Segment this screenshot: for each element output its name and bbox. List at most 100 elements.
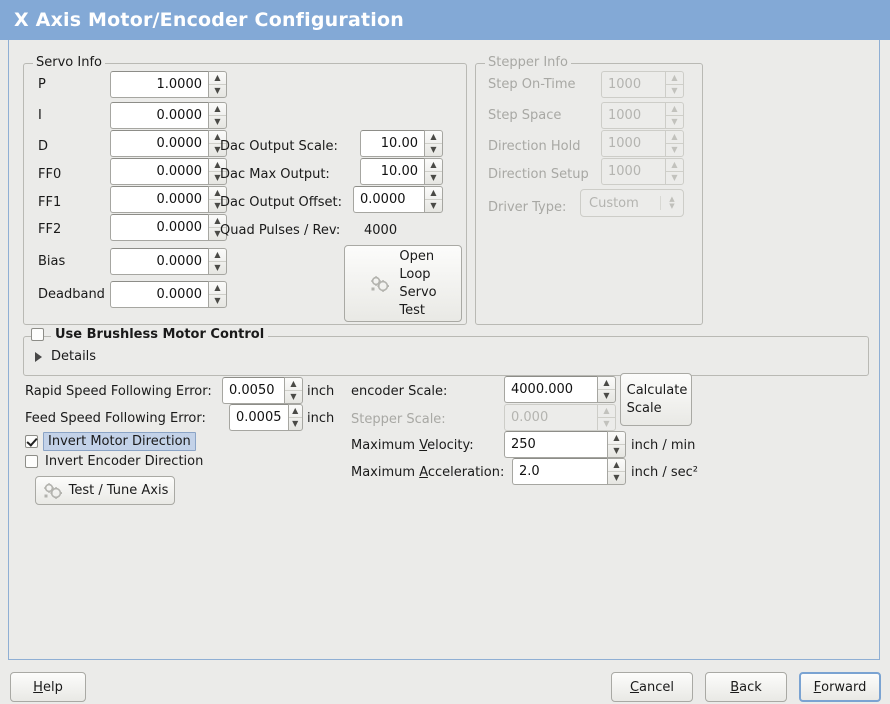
invert-encoder-direction-checkbox[interactable] [25,455,38,468]
spinbox-dac-output-offset-value[interactable]: 0.0000 [353,186,424,213]
spinbox-ff2-buttons[interactable]: ▲▼ [208,214,227,241]
spin-up-icon[interactable]: ▲ [209,131,226,144]
invert-encoder-direction-label[interactable]: Invert Encoder Direction [45,454,204,469]
spinbox-maximum-velocity[interactable]: 250 ▲▼ [504,431,626,458]
spinbox-ff2[interactable]: 0.0000 ▲▼ [110,214,227,241]
spin-up-icon[interactable]: ▲ [425,131,442,144]
spin-down-icon[interactable]: ▼ [214,263,221,272]
spinbox-ff1[interactable]: 0.0000 ▲▼ [110,186,227,213]
spinbox-dac-max-output-buttons[interactable]: ▲▼ [424,158,443,185]
spinbox-bias-buttons[interactable]: ▲▼ [208,248,227,275]
spinbox-ff1-value[interactable]: 0.0000 [110,186,208,213]
spin-down-icon[interactable]: ▼ [613,446,620,455]
spin-up-icon[interactable]: ▲ [425,187,442,200]
spinbox-feed-speed-following-error-value[interactable]: 0.0005 [229,404,288,431]
details-label[interactable]: Details [51,349,97,364]
spinbox-maximum-velocity-value[interactable]: 250 [504,431,607,458]
spinbox-ff0-buttons[interactable]: ▲▼ [208,158,227,185]
spin-down-icon[interactable]: ▼ [214,117,221,126]
spinbox-dac-output-scale-buttons[interactable]: ▲▼ [424,130,443,157]
spinbox-d-value[interactable]: 0.0000 [110,130,208,157]
spinbox-dac-output-offset[interactable]: 0.0000 ▲▼ [353,186,443,213]
spinbox-d[interactable]: 0.0000 ▲▼ [110,130,227,157]
spin-up-icon[interactable]: ▲ [608,459,625,472]
details-disclosure[interactable]: Details [35,349,96,364]
invert-motor-direction-checkbox[interactable] [25,435,38,448]
spinbox-dac-output-scale-value[interactable]: 10.00 [360,130,424,157]
spinbox-bias[interactable]: 0.0000 ▲▼ [110,248,227,275]
spin-down-icon[interactable]: ▼ [214,201,221,210]
spinbox-p-buttons[interactable]: ▲▼ [208,71,227,98]
spin-down-icon[interactable]: ▼ [292,419,299,428]
spin-down-icon[interactable]: ▼ [290,392,297,401]
spin-down-icon[interactable]: ▼ [214,173,221,182]
spinbox-i-value[interactable]: 0.0000 [110,102,208,129]
spinbox-deadband-value[interactable]: 0.0000 [110,281,208,308]
spinbox-deadband-buttons[interactable]: ▲▼ [208,281,227,308]
spinbox-i-buttons[interactable]: ▲▼ [208,102,227,129]
spinbox-encoder-scale-buttons[interactable]: ▲▼ [597,376,616,403]
spinbox-feed-speed-following-error[interactable]: 0.0005 ▲▼ [229,404,303,431]
spin-down-icon[interactable]: ▼ [430,173,437,182]
spinbox-d-buttons[interactable]: ▲▼ [208,130,227,157]
open-loop-servo-test-button[interactable]: Open Loop Servo Test [344,245,462,322]
spinbox-encoder-scale[interactable]: 4000.000 ▲▼ [504,376,616,403]
use-brushless-motor-control-label[interactable]: Use Brushless Motor Control [51,327,269,342]
use-brushless-motor-control-checkbox[interactable] [31,328,44,341]
spinbox-rapid-speed-following-error-value[interactable]: 0.0050 [222,377,284,404]
chevron-right-icon[interactable] [35,351,42,362]
spinbox-rapid-speed-following-error[interactable]: 0.0050 ▲▼ [222,377,303,404]
spin-down-icon[interactable]: ▼ [430,145,437,154]
spinbox-maximum-acceleration-value[interactable]: 2.0 [512,458,607,485]
spin-up-icon[interactable]: ▲ [598,377,615,390]
spin-up-icon[interactable]: ▲ [209,103,226,116]
spinbox-rapid-error-buttons[interactable]: ▲▼ [284,377,303,404]
invert-encoder-direction-row[interactable]: Invert Encoder Direction [25,454,203,469]
label-maximum-acceleration: Maximum Acceleration: [351,465,505,480]
spin-down-icon[interactable]: ▼ [214,86,221,95]
spin-up-icon[interactable]: ▲ [285,378,302,391]
spin-down-icon[interactable]: ▼ [430,201,437,210]
spinbox-maximum-velocity-buttons[interactable]: ▲▼ [607,431,626,458]
spinbox-p[interactable]: 1.0000 ▲▼ [110,71,227,98]
spinbox-feed-error-buttons[interactable]: ▲▼ [287,404,303,431]
spinbox-maximum-acceleration[interactable]: 2.0 ▲▼ [512,458,626,485]
spinbox-dac-output-scale[interactable]: 10.00 ▲▼ [360,130,443,157]
spin-down-icon[interactable]: ▼ [613,473,620,482]
use-brushless-motor-control-row[interactable]: Use Brushless Motor Control [31,327,269,342]
spin-up-icon[interactable]: ▲ [209,282,226,295]
spin-up-icon[interactable]: ▲ [209,249,226,262]
invert-motor-direction-row[interactable]: Invert Motor Direction [25,432,196,451]
spinbox-bias-value[interactable]: 0.0000 [110,248,208,275]
spin-down-icon[interactable]: ▼ [603,391,610,400]
spin-up-icon[interactable]: ▲ [209,215,226,228]
spinbox-i[interactable]: 0.0000 ▲▼ [110,102,227,129]
spinbox-p-value[interactable]: 1.0000 [110,71,208,98]
spinbox-ff0[interactable]: 0.0000 ▲▼ [110,158,227,185]
spinbox-dac-max-output[interactable]: 10.00 ▲▼ [360,158,443,185]
spin-down-icon[interactable]: ▼ [214,296,221,305]
spin-up-icon[interactable]: ▲ [209,159,226,172]
spin-up-icon[interactable]: ▲ [209,72,226,85]
invert-motor-direction-label[interactable]: Invert Motor Direction [43,432,196,451]
spinbox-dac-max-output-value[interactable]: 10.00 [360,158,424,185]
spinbox-deadband[interactable]: 0.0000 ▲▼ [110,281,227,308]
spin-up-icon[interactable]: ▲ [209,187,226,200]
spinbox-encoder-scale-value[interactable]: 4000.000 [504,376,597,403]
spinbox-maximum-acceleration-buttons[interactable]: ▲▼ [607,458,626,485]
spin-up-icon[interactable]: ▲ [608,432,625,445]
calculate-scale-button[interactable]: Calculate Scale [620,373,692,426]
spin-down-icon[interactable]: ▼ [214,145,221,154]
spinbox-dac-output-offset-buttons[interactable]: ▲▼ [424,186,443,213]
spin-up-icon[interactable]: ▲ [425,159,442,172]
spinbox-ff0-value[interactable]: 0.0000 [110,158,208,185]
spinbox-ff1-buttons[interactable]: ▲▼ [208,186,227,213]
spinbox-ff2-value[interactable]: 0.0000 [110,214,208,241]
spin-down-icon[interactable]: ▼ [214,229,221,238]
spin-up-icon[interactable]: ▲ [288,405,302,418]
test-tune-axis-button[interactable]: Test / Tune Axis [35,476,175,505]
